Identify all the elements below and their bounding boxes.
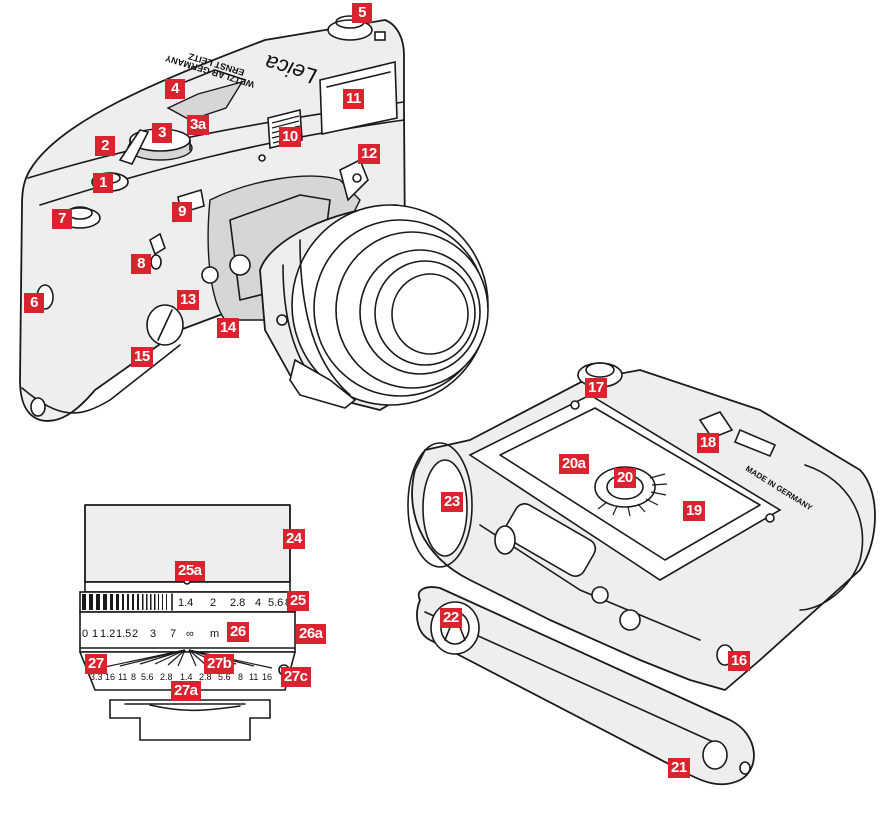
dof-5-6-right: 5.6 (218, 672, 231, 682)
callout-13: 13 (177, 290, 199, 310)
callout-26: 26 (227, 622, 249, 642)
callout-19: 19 (683, 501, 705, 521)
camera-front-view: ERNST LEITZ WETZLAR GERMANY Leica (19, 15, 489, 422)
callout-22: 22 (440, 608, 462, 628)
dof-3-3: 3.3 (90, 672, 103, 682)
dof-8-left: 8 (131, 672, 136, 682)
advance-lever (118, 129, 150, 165)
dof-16-left: 16 (105, 672, 115, 682)
callout-4: 4 (165, 79, 185, 99)
distance-1-5: 1.5 (116, 628, 131, 640)
callout-27c: 27c (281, 667, 311, 687)
callout-16: 16 (728, 651, 750, 671)
callout-18: 18 (697, 433, 719, 453)
callout-20a: 20a (559, 454, 589, 474)
distance-2: 2 (132, 628, 138, 640)
distance-7: 7 (170, 628, 176, 640)
callout-2: 2 (95, 136, 115, 156)
distance-0: 0 (82, 628, 88, 640)
callout-20: 20 (614, 468, 636, 488)
callout-25a: 25a (175, 561, 205, 581)
callout-3a: 3a (187, 115, 209, 135)
tripod-teeth (597, 473, 668, 517)
dof-11-left: 11 (118, 672, 127, 682)
detached-bottom-cover (416, 586, 755, 786)
callout-27b: 27b (204, 654, 235, 674)
lens-bayonet (109, 699, 271, 741)
callout-15: 15 (131, 347, 153, 367)
accessory-shoe (166, 80, 244, 121)
dof-16-right: 16 (262, 672, 272, 682)
distance-1: 1 (92, 628, 98, 640)
callout-23: 23 (441, 492, 463, 512)
dof-11-right: 11 (249, 672, 258, 682)
callout-6: 6 (24, 293, 44, 313)
callout-5: 5 (352, 3, 372, 23)
callout-8: 8 (131, 254, 151, 274)
callout-1: 1 (93, 173, 113, 193)
callout-10: 10 (279, 127, 301, 147)
dof-1-4: 1.4 (180, 672, 193, 682)
distance-unit: m (210, 628, 219, 640)
aperture-1-4: 1.4 (178, 597, 193, 609)
distance-1-2: 1.2 (100, 628, 115, 640)
callout-27: 27 (85, 654, 107, 674)
callout-25: 25 (287, 591, 309, 611)
dof-2-8-left: 2.8 (160, 672, 173, 682)
callout-9: 9 (172, 202, 192, 222)
dof-5-6-left: 5.6 (141, 672, 154, 682)
rewind-knob (327, 19, 373, 41)
callout-27a: 27a (171, 681, 201, 701)
callout-14: 14 (217, 318, 239, 338)
aperture-4: 4 (255, 597, 261, 609)
callout-17: 17 (585, 378, 607, 398)
callout-3: 3 (152, 123, 172, 143)
dof-8-right: 8 (238, 672, 243, 682)
mounted-lens (259, 204, 489, 411)
dof-2-8-right: 2.8 (199, 672, 212, 682)
callout-24: 24 (283, 529, 305, 549)
aperture-5-6: 5.6 (268, 597, 283, 609)
callout-26a: 26a (296, 624, 326, 644)
callout-12: 12 (358, 144, 380, 164)
knurl-grip (82, 594, 167, 610)
distance-infinity: ∞ (186, 628, 194, 640)
camera-bottom-view: MADE IN GERMANY (407, 362, 876, 786)
callout-11: 11 (343, 89, 364, 109)
aperture-2: 2 (210, 597, 216, 609)
lens-side-view: 1.4 2 2.8 4 5.6 8 0 1 1.2 1.5 2 3 7 ∞ m … (78, 504, 297, 741)
distance-3: 3 (150, 628, 156, 640)
aperture-2-8: 2.8 (230, 597, 245, 609)
callout-7: 7 (52, 209, 72, 229)
callout-21: 21 (668, 758, 690, 778)
